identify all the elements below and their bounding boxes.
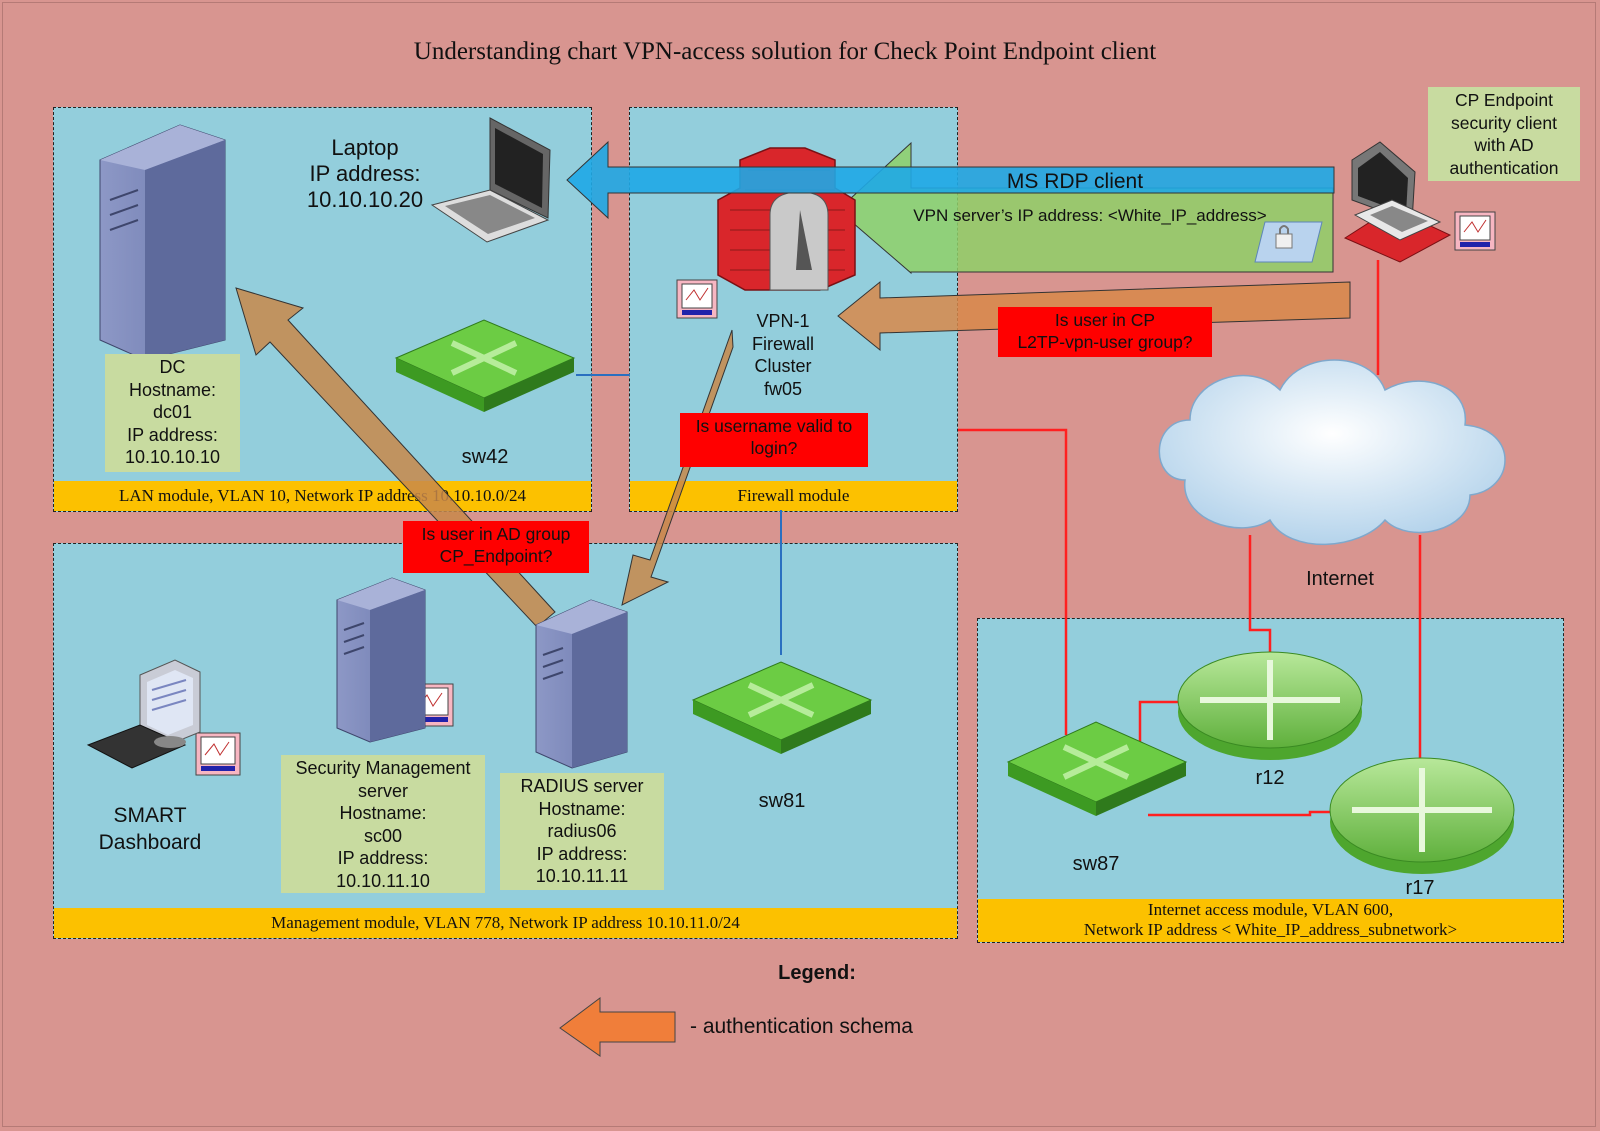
management-module-label: Management module, VLAN 778, Network IP … bbox=[54, 908, 957, 938]
legend-auth-arrow-icon bbox=[559, 997, 676, 1057]
laptop-label-line1: Laptop bbox=[331, 135, 399, 160]
radius-server-icon bbox=[535, 599, 628, 769]
internet-label: Internet bbox=[1306, 568, 1374, 590]
smart-console-icon-fw bbox=[676, 279, 718, 319]
rdp-arrow bbox=[566, 140, 1335, 220]
radius-info-line5: 10.10.11.11 bbox=[535, 866, 629, 886]
lan-laptop-icon bbox=[430, 117, 551, 243]
dc-info-box: DC Hostname: dc01 IP address: 10.10.10.1… bbox=[105, 354, 240, 472]
firewall-node-label: VPN-1 Firewall Cluster fw05 bbox=[733, 310, 833, 400]
firewall-module-label: Firewall module bbox=[630, 481, 957, 511]
internet-cloud-icon bbox=[1158, 359, 1506, 546]
dc-info-line1: DC bbox=[159, 357, 186, 377]
r12-label: r12 bbox=[1255, 767, 1285, 789]
firewall-node-line4: fw05 bbox=[763, 378, 803, 399]
question-username-line1: Is username valid to bbox=[695, 416, 853, 436]
sms-info-line2: server bbox=[357, 780, 408, 801]
radius-info-line2: Hostname: bbox=[538, 798, 626, 819]
internet-module-label-line1: Internet access module, VLAN 600, bbox=[1147, 900, 1394, 919]
question-adgroup-line2: CP_Endpoint? bbox=[439, 546, 553, 566]
legend-title: Legend: bbox=[778, 962, 856, 984]
internet-module-label-line2: Network IP address < White_IP_address_su… bbox=[1083, 920, 1458, 939]
dc-info-line3: dc01 bbox=[152, 402, 193, 422]
sms-server-icon bbox=[336, 577, 426, 743]
radius-info-line3: radius06 bbox=[547, 821, 617, 841]
sms-info-line5: IP address: bbox=[337, 848, 429, 868]
smart-label-line1: SMART bbox=[113, 804, 187, 827]
sw42-label: sw42 bbox=[461, 446, 509, 468]
network-links bbox=[576, 260, 1422, 817]
laptop-label: Laptop IP address: 10.10.10.20 bbox=[290, 135, 440, 213]
question-l2tp-line1: Is user in CP bbox=[1054, 310, 1156, 330]
router-r17-icon bbox=[1329, 757, 1515, 874]
sms-info-line3: Hostname: bbox=[339, 803, 427, 823]
smart-console-icon-endpoint bbox=[1454, 211, 1496, 251]
laptop-label-line3: 10.10.10.20 bbox=[306, 187, 424, 212]
auth-arrow-firewall-to-radius bbox=[621, 329, 734, 606]
question-username-valid: Is username valid to login? bbox=[680, 413, 868, 467]
laptop-label-line2: IP address: bbox=[309, 161, 421, 186]
radius-info-line1: RADIUS server bbox=[520, 776, 644, 796]
endpoint-info-line2: security client bbox=[1450, 112, 1557, 133]
dc-info-line2: Hostname: bbox=[128, 379, 217, 400]
dc-info-line4: IP address: bbox=[127, 424, 218, 445]
smart-workstation-icon bbox=[86, 659, 201, 769]
firewall-node-line3: Cluster bbox=[754, 356, 812, 376]
rdp-label: MS RDP client bbox=[1006, 170, 1144, 193]
question-ad-group: Is user in AD group CP_Endpoint? bbox=[403, 521, 589, 573]
switch-sw87-icon bbox=[1006, 721, 1188, 816]
smart-console-icon-smart bbox=[195, 732, 241, 776]
diagram-title: Understanding chart VPN-access solution … bbox=[413, 38, 1157, 65]
question-l2tp-line2: L2TP-vpn-user group? bbox=[1017, 332, 1193, 352]
smart-label-line2: Dashboard bbox=[98, 831, 202, 854]
endpoint-laptop-icon bbox=[1343, 141, 1452, 263]
radius-info-line4: IP address: bbox=[536, 843, 628, 864]
router-r12-icon bbox=[1177, 651, 1363, 760]
dc-info-line5: 10.10.10.10 bbox=[124, 447, 221, 467]
smart-dashboard-label: SMART Dashboard bbox=[80, 802, 220, 856]
sw87-label: sw87 bbox=[1072, 853, 1120, 875]
vpn-address-label: VPN server’s IP address: <White_IP_addre… bbox=[913, 206, 1267, 225]
radius-info-box: RADIUS server Hostname: radius06 IP addr… bbox=[500, 773, 664, 890]
firewall-node-line1: VPN-1 bbox=[756, 311, 810, 331]
sw81-label: sw81 bbox=[758, 790, 806, 812]
endpoint-info-line3: with AD bbox=[1474, 135, 1534, 155]
question-username-line2: login? bbox=[750, 438, 798, 458]
endpoint-info-box: CP Endpoint security client with AD auth… bbox=[1428, 87, 1580, 181]
sms-info-line1: Security Management bbox=[295, 758, 471, 778]
sms-info-line6: 10.10.11.10 bbox=[336, 870, 430, 891]
legend-item-label: - authentication schema bbox=[690, 1015, 913, 1038]
r17-label: r17 bbox=[1405, 877, 1435, 899]
switch-sw81-icon bbox=[691, 661, 873, 754]
firewall-node-line2: Firewall bbox=[751, 333, 814, 354]
question-l2tp-group: Is user in CP L2TP-vpn-user group? bbox=[998, 307, 1212, 357]
internet-module-label: Internet access module, VLAN 600, Networ… bbox=[978, 899, 1563, 942]
dc-server-icon bbox=[99, 124, 226, 361]
question-adgroup-line1: Is user in AD group bbox=[421, 524, 571, 544]
switch-sw42-icon bbox=[394, 319, 576, 412]
sms-info-line4: sc00 bbox=[363, 825, 403, 846]
endpoint-info-line1: CP Endpoint bbox=[1455, 90, 1553, 110]
sms-info-box: Security Management server Hostname: sc0… bbox=[281, 755, 485, 893]
vpn-lock-certificate-icon bbox=[1254, 221, 1323, 263]
endpoint-info-line4: authentication bbox=[1449, 157, 1559, 178]
